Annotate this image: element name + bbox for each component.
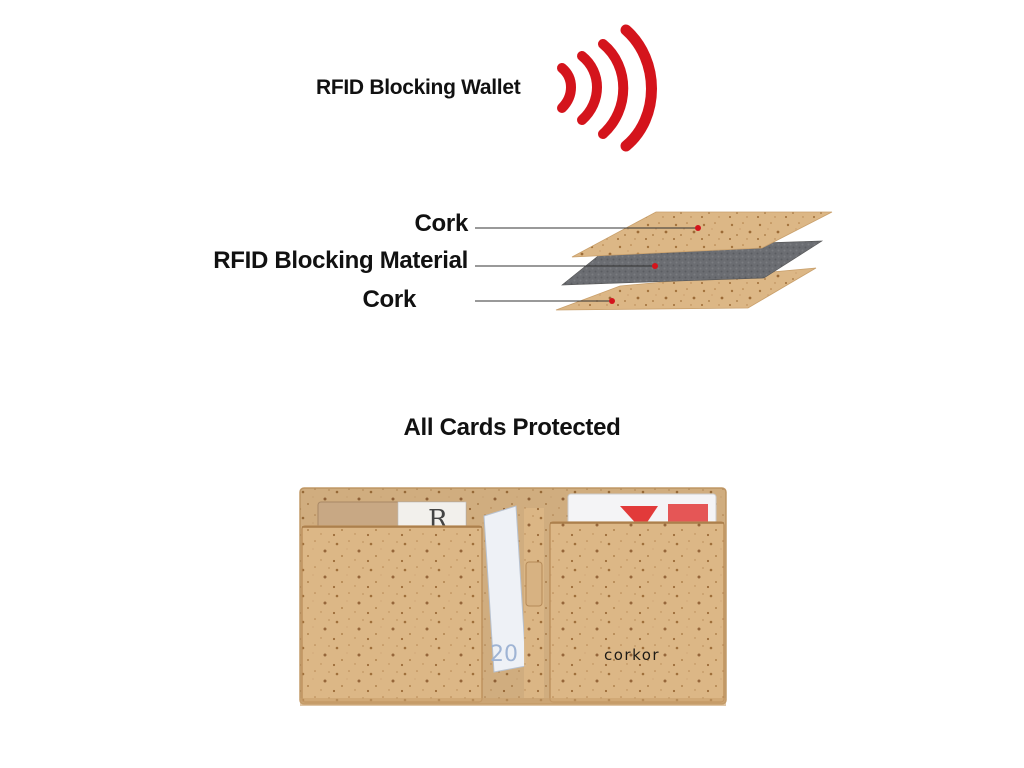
svg-text:20: 20 xyxy=(490,642,518,667)
section-subtitle: All Cards Protected xyxy=(403,414,621,441)
layer-label-rfid-material: RFID Blocking Material xyxy=(213,247,468,274)
rfid-signal-waves-icon xyxy=(557,24,657,152)
layer-label-cork-bottom: Cork xyxy=(362,286,417,313)
layers-diagram xyxy=(475,211,833,311)
marker-dot-cork-bottom xyxy=(609,298,615,304)
wallet-image: R 20 corkor xyxy=(299,487,727,706)
layer-label-cork-top: Cork xyxy=(414,210,469,237)
marker-dot-rfid xyxy=(652,263,658,269)
cork-layer-top xyxy=(571,211,833,258)
marker-dot-cork-top xyxy=(695,225,701,231)
center-tab xyxy=(525,561,543,607)
wallet-brand-logo: corkor xyxy=(604,646,660,664)
page-title: RFID Blocking Wallet xyxy=(316,76,521,99)
wallet-pocket-left xyxy=(301,525,483,703)
wallet-pocket-right xyxy=(549,521,725,703)
